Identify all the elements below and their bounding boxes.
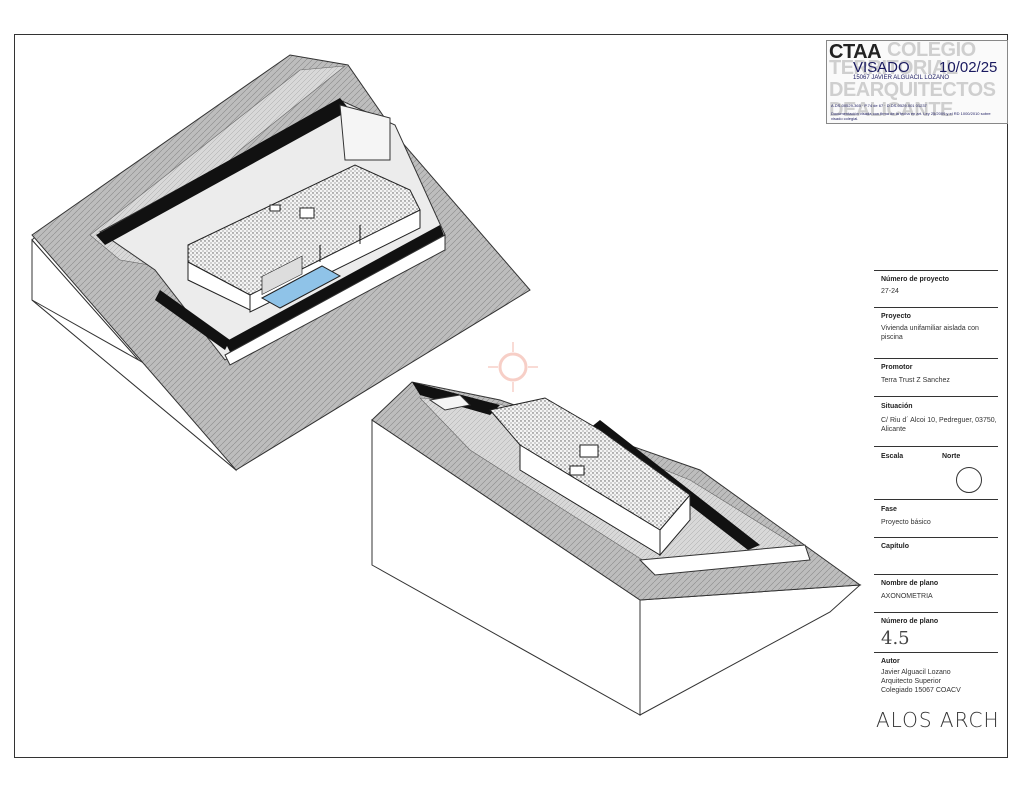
stamp-visado: VISADO [853,59,910,76]
divider [874,537,998,538]
author-name: Javier Alguacil Lozano [881,669,951,676]
divider [874,446,998,447]
promoter: Terra Trust Z Sanchez [881,377,950,384]
drawing-sheet-border [14,34,1008,758]
location: C/ Riu d´ Alcoi 10, Pedreguer, 03750, Al… [881,417,997,433]
north-label: Norte [942,453,961,460]
axonometry-view-2 [371,381,862,716]
stamp-bg-line: TERRITORIAL [829,57,958,79]
phase: Proyecto básico [881,519,931,526]
sun-watermark-icon [488,342,538,392]
divider [874,612,998,613]
stamp-ctaa: CTAA [829,41,882,63]
divider [874,358,998,359]
divider [874,396,998,397]
drawing-name-label: Nombre de plano [881,580,939,587]
visado-stamp: COLEGIO TERRITORIAL DEARQUITECTOS DEALIC… [826,40,1008,124]
stamp-bg-line: DEALICANTE [829,99,953,121]
author-registration: Colegiado 15067 COACV [881,687,961,694]
project-label: Proyecto [881,313,911,320]
author-title: Arquitecto Superior [881,678,941,685]
author-label: Autor [881,658,900,665]
stamp-fine-line: Documentación visada con firma de la fec… [831,111,991,121]
divider [874,307,998,308]
drawing-number: 4.5 [881,628,910,649]
chapter-label: Capítulo [881,543,909,550]
stamp-colegiado: 15067 JAVIER ALGUACIL LOZANO [853,75,950,81]
phase-label: Fase [881,506,897,513]
location-label: Situación [881,403,913,410]
stamp-date: 10/02/25 [939,59,998,76]
drawing-number-label: Número de plano [881,618,939,625]
project-number-label: Número de proyecto [881,276,950,283]
drawing-name: AXONOMETRIA [881,593,933,600]
axonometry-view-1 [31,54,531,472]
stamp-bg-line: COLEGIO [887,40,976,61]
promoter-label: Promotor [881,364,913,371]
divider [874,499,998,500]
project-name: Vivienda unifamiliar aislada con piscina [881,325,979,341]
divider [874,652,998,653]
project-number: 27-24 [881,288,899,295]
north-arrow-icon [956,467,982,493]
divider [874,270,998,271]
stamp-bg-line: DEARQUITECTOS [829,79,996,101]
scale-label: Escala [881,453,904,460]
divider [874,574,998,575]
alos-arch-logo: ALOS ARCH [876,708,1000,732]
stamp-fine-line: A.DS-00529-365 · P.74 de 67 · D.DS-0529-… [831,103,927,108]
